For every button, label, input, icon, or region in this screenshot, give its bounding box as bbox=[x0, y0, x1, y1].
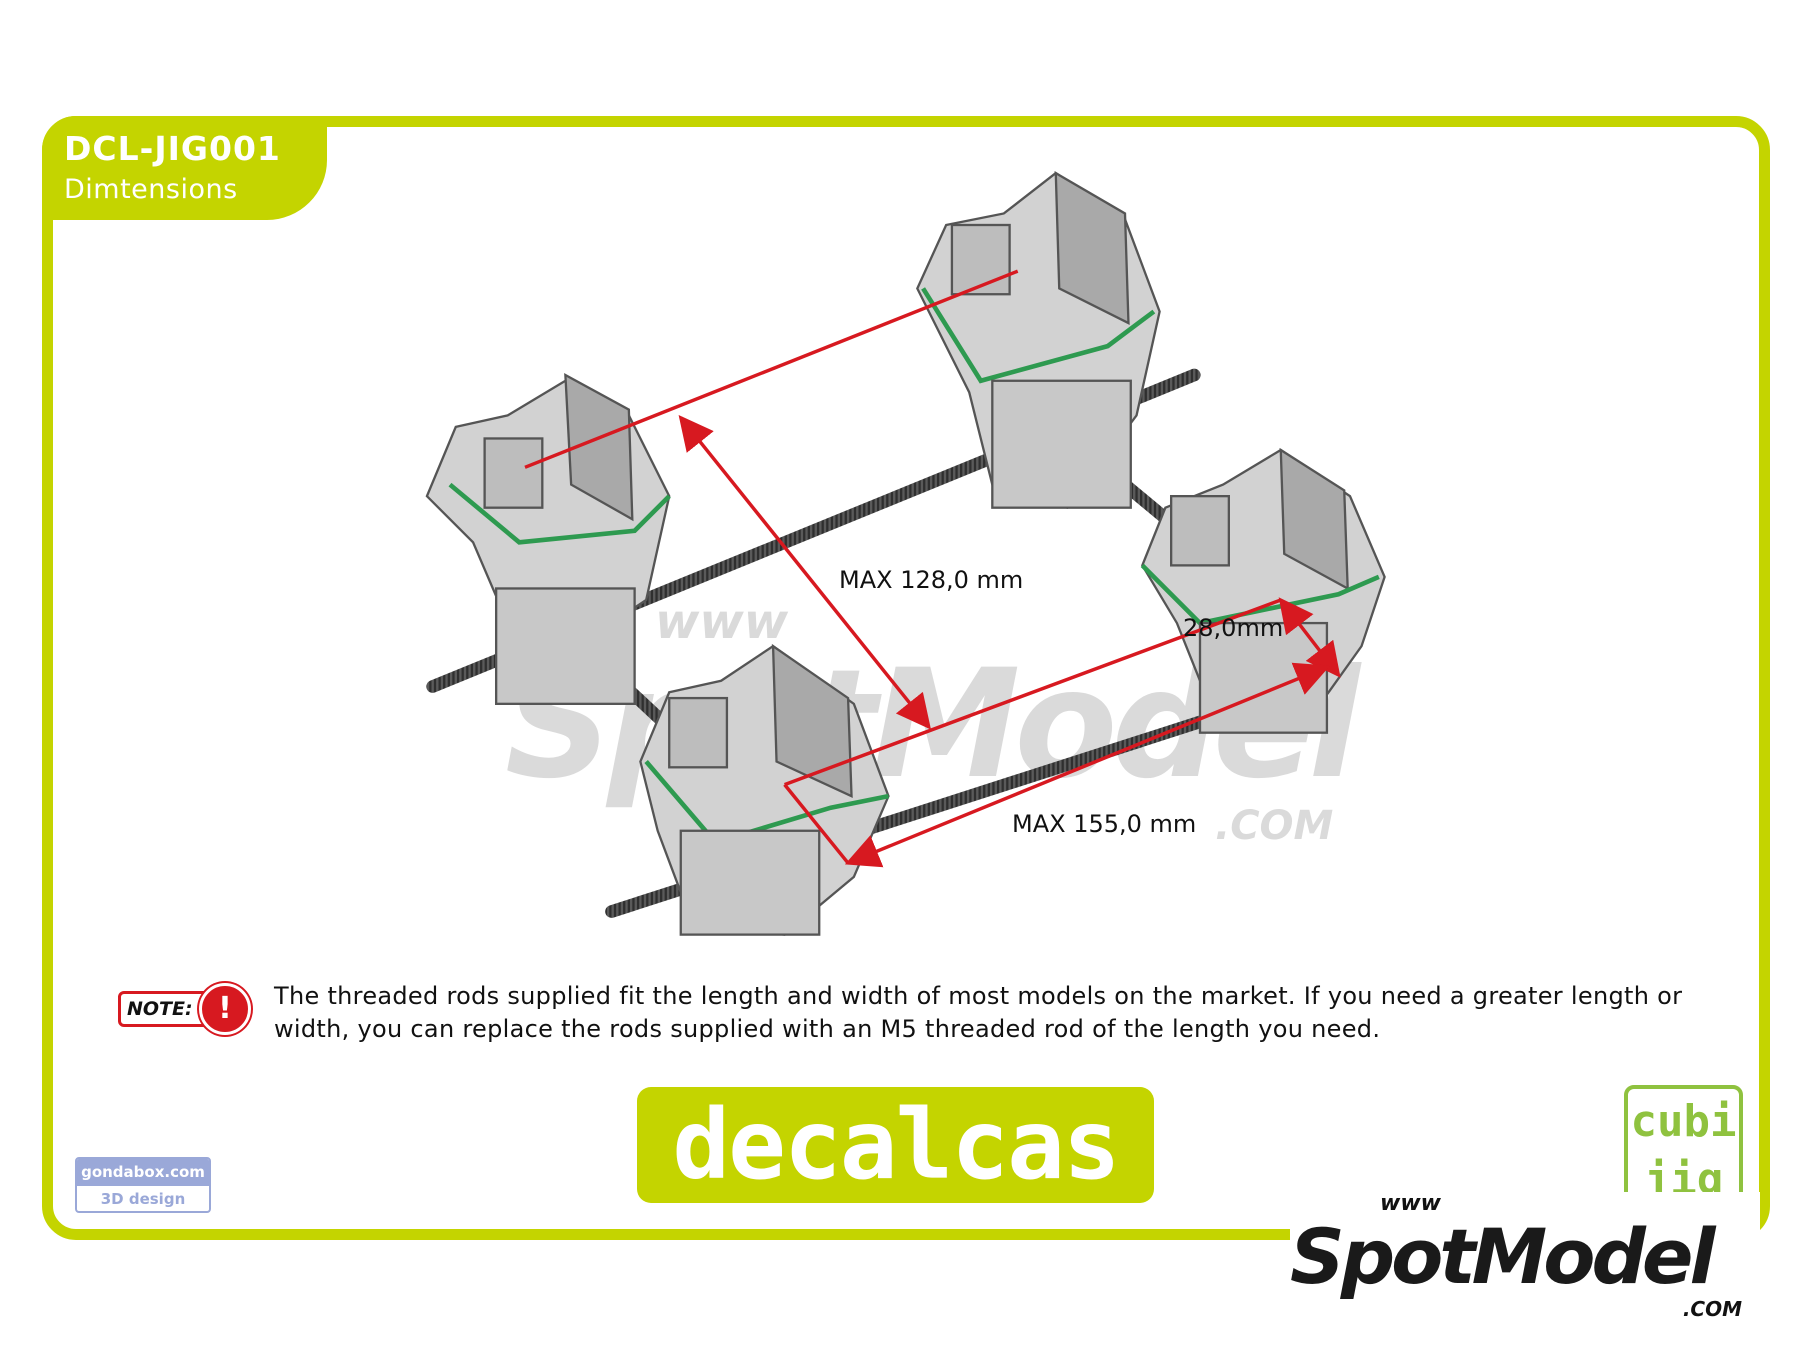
page-subtitle: Dimtensions bbox=[64, 174, 238, 205]
warning-icon: ! bbox=[199, 983, 251, 1035]
spotmodel-com: .COM bbox=[1682, 1297, 1742, 1321]
width-dimension-label: MAX 128,0 mm bbox=[839, 566, 1024, 594]
spotmodel-logo: www SpotModel .COM bbox=[1290, 1192, 1760, 1320]
length-dimension-label: MAX 155,0 mm bbox=[1012, 810, 1197, 838]
decalcas-logo: decalcas bbox=[637, 1087, 1154, 1203]
support-rear-left bbox=[425, 372, 671, 705]
header-tab: DCL-JIG001 Dimtensions bbox=[42, 116, 327, 220]
product-code: DCL-JIG001 bbox=[64, 129, 281, 168]
support-rear-right bbox=[916, 171, 1161, 510]
dimension-lines bbox=[524, 269, 1341, 868]
height-dimension-label: 28,0mm bbox=[1183, 614, 1284, 642]
page-frame bbox=[42, 116, 1770, 1240]
note-text: The threaded rods supplied fit the lengt… bbox=[274, 982, 1683, 1043]
support-front-right bbox=[1140, 447, 1386, 734]
spotmodel-www: www bbox=[1380, 1191, 1441, 1216]
gondabox-label: 3D design bbox=[100, 1190, 186, 1208]
gondabox-site: gondabox.com bbox=[77, 1159, 209, 1186]
spotmodel-name: SpotModel bbox=[1290, 1212, 1716, 1301]
note-badge: NOTE: ! bbox=[113, 983, 253, 1035]
jig-supports bbox=[425, 171, 1386, 936]
gondabox-logo: gondabox.com 3D design bbox=[75, 1157, 211, 1213]
